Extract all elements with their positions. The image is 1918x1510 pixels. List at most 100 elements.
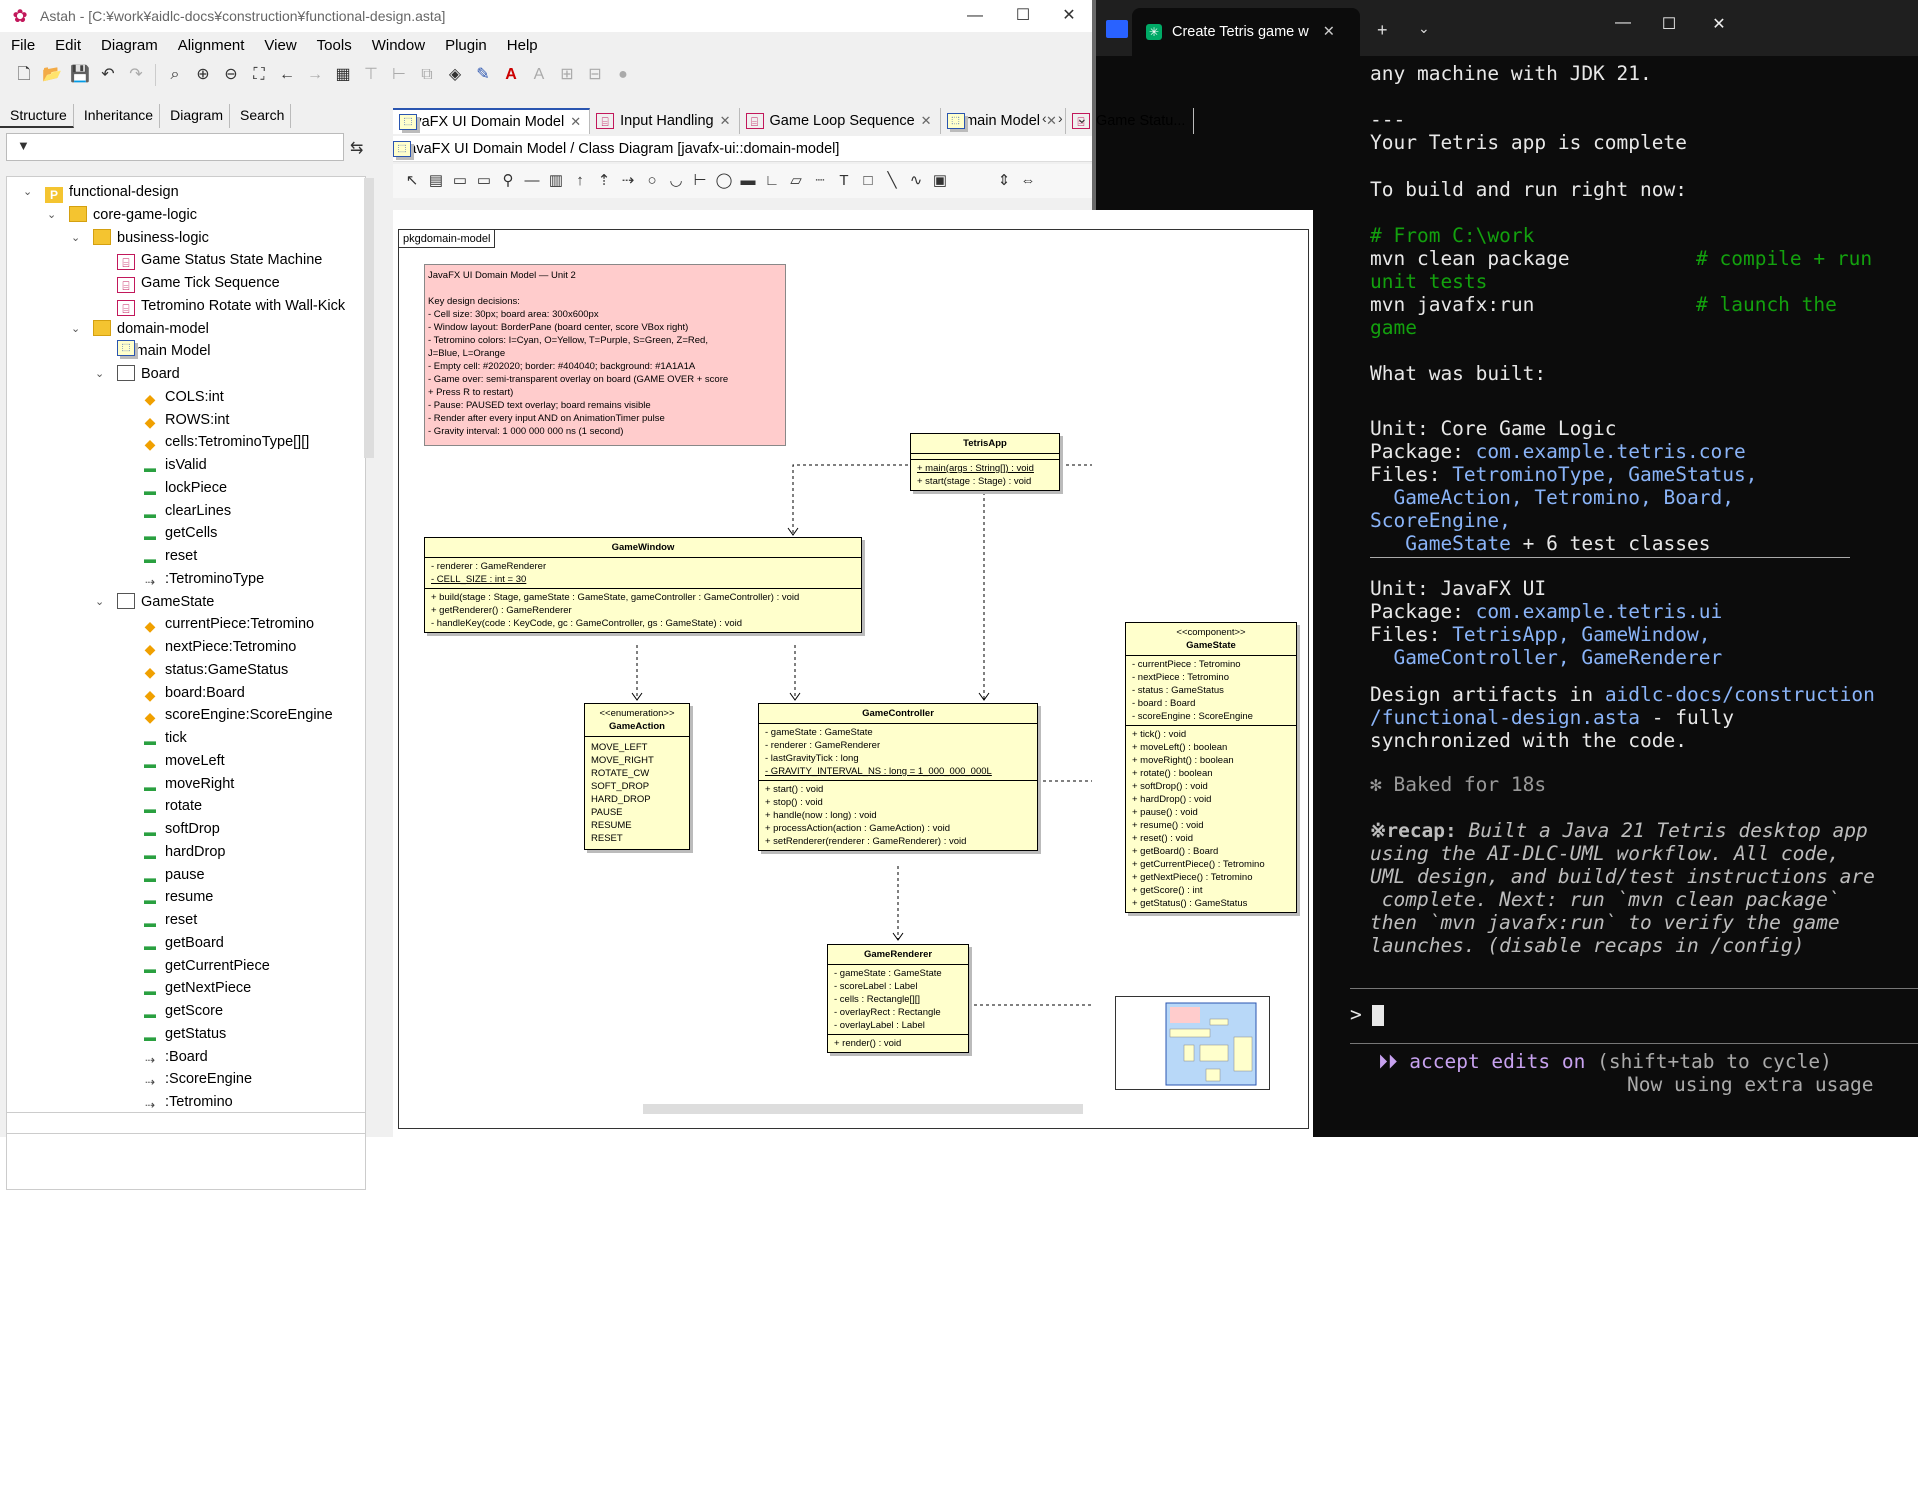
note-tool-icon[interactable]: ▱	[790, 172, 802, 189]
sync-icon[interactable]: ⇆	[350, 140, 364, 157]
new-icon[interactable]: 🗋	[17, 66, 31, 83]
terminal-maximize-button[interactable]: ☐	[1661, 16, 1677, 33]
rect-tool-icon[interactable]: □	[863, 172, 873, 189]
tree-item[interactable]: ▬isValid	[141, 454, 207, 476]
tab-diagram[interactable]: Diagram	[160, 104, 230, 128]
tree-item[interactable]: ◆ROWS:int	[141, 409, 230, 431]
class-gamecontroller[interactable]: GameController- gameState : GameState- r…	[758, 703, 1038, 851]
style-icon[interactable]: ●	[618, 66, 628, 83]
class-gamerenderer[interactable]: GameRenderer- gameState : GameState- sco…	[827, 944, 969, 1053]
tree-item[interactable]: ▬getNextPiece	[141, 977, 251, 999]
image-tool-icon[interactable]: ▣	[932, 172, 948, 189]
tree-toggle-icon[interactable]: ⌄	[95, 368, 105, 380]
prompt-cursor[interactable]	[1372, 1005, 1384, 1026]
constraint-tool-icon[interactable]: ∟	[764, 172, 780, 189]
tree-item[interactable]: ◆cells:TetrominoType[][]	[141, 431, 310, 453]
line-tool-icon[interactable]: ╲	[887, 172, 897, 189]
tree-item[interactable]: ⇢:TetrominoType	[141, 568, 264, 590]
terminal-tab[interactable]: ✳ Create Tetris game w ✕	[1132, 8, 1360, 56]
boundary-tool-icon[interactable]: ⊢	[693, 172, 707, 189]
package-tool-icon[interactable]: ▭	[452, 172, 468, 189]
align-left-icon[interactable]: ⊢	[392, 66, 406, 83]
pin-tool-icon[interactable]: ⚲	[502, 172, 514, 189]
tree-toggle-icon[interactable]: ⌄	[95, 595, 105, 608]
align-icon[interactable]: ⊤	[364, 66, 378, 83]
mode-indicator[interactable]: ⏵⏵ accept edits on (shift+tab to cycle)	[1378, 1050, 1832, 1073]
horizontal-space-icon[interactable]: ⇔	[1020, 172, 1036, 189]
tab-close-icon[interactable]: ✕	[570, 114, 582, 129]
tab-dropdown-icon[interactable]: ⌄	[1418, 20, 1430, 36]
font-color-icon[interactable]: A	[505, 66, 517, 83]
tree-item[interactable]: ▬moveRight	[141, 773, 234, 795]
tree-item[interactable]: ◆nextPiece:Tetromino	[141, 636, 297, 658]
back-icon[interactable]: ←	[279, 66, 295, 83]
tree-item[interactable]: business-logic	[93, 227, 209, 249]
interface-tool-icon[interactable]: ○	[647, 172, 657, 189]
design-note[interactable]: JavaFX UI Domain Model — Unit 2 Key desi…	[424, 264, 786, 446]
tree-scrollbar[interactable]	[364, 178, 374, 458]
doc-tab[interactable]: ⬚Domain Model✕	[941, 108, 1066, 134]
tree-item[interactable]: ▬getStatus	[141, 1023, 226, 1045]
tree-toggle-icon[interactable]: ⌄	[71, 231, 81, 244]
zoom-fit-icon[interactable]: ⌕	[170, 66, 180, 83]
tree-item[interactable]: ▬getScore	[141, 1000, 223, 1022]
tree-item[interactable]: ▬softDrop	[141, 818, 220, 840]
tree-toggle-icon[interactable]: ⌄	[23, 186, 33, 198]
tab-scroll-right-icon[interactable]: ›	[1058, 110, 1063, 126]
tree-item[interactable]: ▬resume	[141, 886, 213, 908]
tree-item[interactable]: ▬lockPiece	[141, 477, 227, 499]
menu-diagram[interactable]: Diagram	[101, 36, 158, 54]
layout-icon[interactable]: ⊞	[560, 66, 574, 83]
redo-icon[interactable]: ↷	[129, 66, 143, 83]
generalization-tool-icon[interactable]: ↑	[576, 172, 584, 189]
zoom-in-icon[interactable]: ⊕	[196, 66, 210, 83]
maximize-button[interactable]: ☐	[1015, 7, 1031, 24]
menu-window[interactable]: Window	[371, 36, 426, 54]
tree-item[interactable]: ⌸Game Tick Sequence	[117, 272, 280, 294]
menu-edit[interactable]: Edit	[55, 36, 82, 54]
tree-item[interactable]: ⇢:ScoreEngine	[141, 1068, 252, 1090]
save-icon[interactable]: 💾	[70, 66, 90, 83]
tree-item[interactable]: ⇢:Tetromino	[141, 1091, 233, 1113]
tree-item[interactable]: ◆currentPiece:Tetromino	[141, 613, 314, 635]
dependency-tool-icon[interactable]: ⇢	[621, 172, 635, 189]
new-tab-icon[interactable]: +	[1377, 20, 1388, 40]
tab-inheritance[interactable]: Inheritance	[74, 104, 161, 128]
realization-tool-icon[interactable]: ⇡	[597, 172, 611, 189]
subsystem-tool-icon[interactable]: ▭	[476, 172, 492, 189]
select-tool-icon[interactable]: ↖	[405, 172, 419, 189]
control-tool-icon[interactable]: ◯	[715, 172, 733, 189]
terminal-minimize-button[interactable]: —	[1615, 14, 1631, 31]
tab-close-icon[interactable]: ✕	[920, 113, 932, 128]
tree-item[interactable]: ⇢:Board	[141, 1046, 208, 1068]
undo-icon[interactable]: ↶	[101, 66, 115, 83]
note-anchor-tool-icon[interactable]: ┈	[815, 172, 825, 189]
grid-icon[interactable]: ▦	[335, 66, 351, 83]
tab-search[interactable]: Search	[230, 104, 292, 128]
tree-item[interactable]: ▬getCells	[141, 522, 217, 544]
tree-item[interactable]: ▬reset	[141, 545, 197, 567]
tree-item[interactable]: ⌸Tetromino Rotate with Wall-Kick	[117, 295, 345, 317]
fit-window-icon[interactable]: ⛶	[253, 66, 265, 83]
tree-toggle-icon[interactable]: ⌄	[47, 208, 57, 221]
tree-item[interactable]: core-game-logic	[69, 204, 197, 226]
property-panel-toggle[interactable]	[6, 1112, 366, 1134]
tree-item[interactable]: ▬rotate	[141, 795, 202, 817]
tree-item[interactable]: ⌸Game Status State Machine	[117, 249, 322, 271]
doc-tab[interactable]: ⬚JavaFX UI Domain Model✕	[393, 108, 591, 134]
diagram-hscrollbar[interactable]	[643, 1104, 1083, 1114]
diagram-minimap[interactable]	[1115, 996, 1270, 1090]
association-tool-icon[interactable]: —	[524, 172, 540, 189]
tree-item[interactable]: ◆status:GameStatus	[141, 659, 289, 681]
tree-item[interactable]: ▬hardDrop	[141, 841, 225, 863]
tab-structure[interactable]: Structure	[0, 104, 74, 128]
tab-scroll-left-icon[interactable]: ‹	[1042, 110, 1047, 126]
tree-item[interactable]: Board	[117, 363, 180, 385]
tree-item[interactable]: ⬚Domain Model	[117, 340, 211, 362]
tree-item[interactable]: ▬getCurrentPiece	[141, 955, 270, 977]
doc-tab[interactable]: ⌸Game Statu...	[1066, 108, 1195, 134]
tree-item[interactable]: ◆board:Board	[141, 682, 245, 704]
close-button[interactable]: ✕	[1062, 7, 1076, 24]
